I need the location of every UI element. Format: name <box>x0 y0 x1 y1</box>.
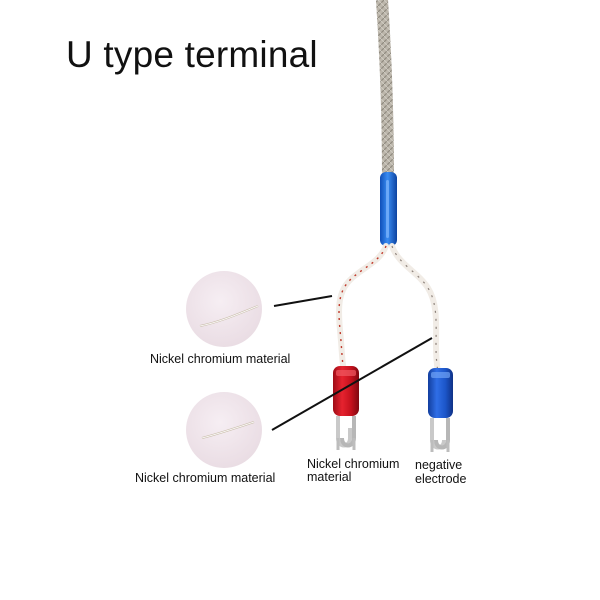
leader-line-top <box>273 295 333 307</box>
blue-terminal <box>428 368 453 452</box>
page-title: U type terminal <box>66 34 318 75</box>
wire-right <box>389 243 441 375</box>
label-bottom-circle: Nickel chromium material <box>135 471 276 485</box>
label-red-terminal: Nickel chromium material <box>307 457 400 484</box>
leader-line-bottom <box>271 337 433 431</box>
detail-disk-bottom <box>186 392 262 468</box>
label-top-circle: Nickel chromium material <box>150 352 291 366</box>
wire-left <box>336 243 389 375</box>
label-blue-terminal: negative electrode <box>415 458 467 486</box>
detail-disk-top <box>186 271 262 347</box>
blue-sleeve <box>380 172 397 246</box>
braided-cable <box>376 0 394 179</box>
red-terminal <box>333 366 359 450</box>
